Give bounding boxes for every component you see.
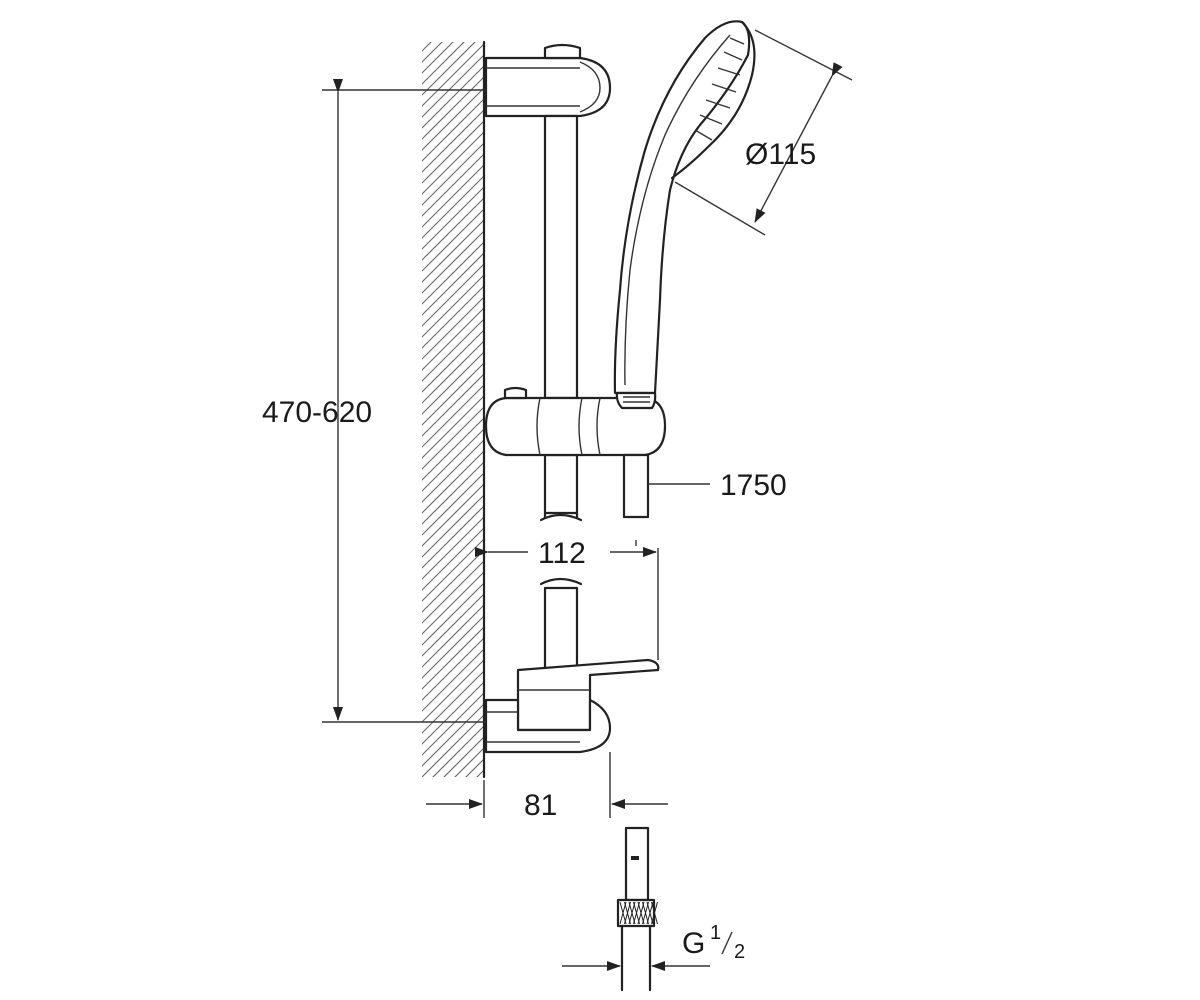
dimension-wall-distance: 81	[426, 752, 668, 822]
slide-rail	[539, 114, 583, 672]
hose-length-label: 1750	[720, 469, 787, 502]
bottom-bracket	[484, 658, 660, 754]
hose-connector	[616, 826, 658, 992]
thread-denominator: 2	[734, 941, 745, 963]
height-range-label: 470-620	[262, 396, 372, 429]
slider-holder	[484, 386, 667, 519]
dimension-hose: 1750	[648, 469, 787, 502]
thread-prefix-label: G	[682, 927, 705, 960]
dimension-height: 470-620	[262, 79, 486, 723]
dimension-offset: 112	[475, 537, 659, 660]
offset-label: 112	[538, 537, 586, 570]
wall-hatching	[422, 40, 486, 779]
hand-shower	[613, 20, 756, 410]
wall-distance-label: 81	[524, 789, 557, 822]
thread-numerator: 1	[710, 922, 721, 944]
top-bracket	[484, 43, 612, 118]
dimension-diameter: Ø115	[674, 29, 853, 236]
dimension-thread: G 1 2	[562, 922, 745, 971]
diameter-label: Ø115	[745, 138, 816, 171]
